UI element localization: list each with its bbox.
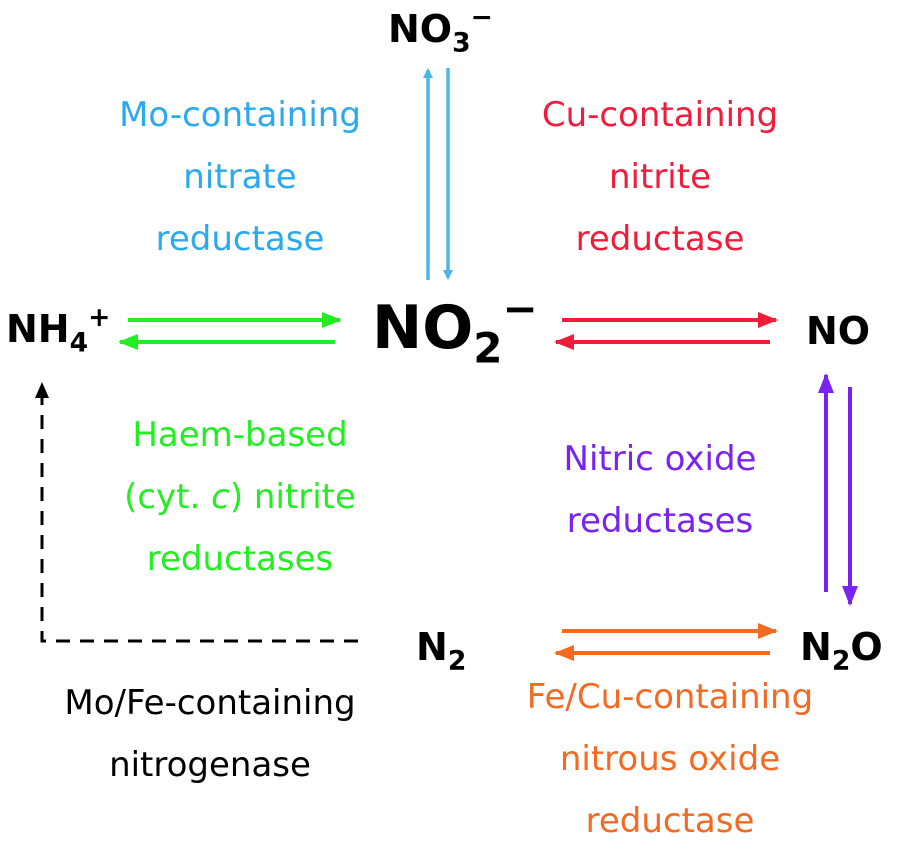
arrow-n2-to-nh4-dashed: [35, 382, 358, 643]
label-cu-nitrite-reductase: Cu-containing nitrite reductase: [541, 95, 779, 259]
species-nh4: NH4+: [6, 302, 111, 359]
species-n2o: N2O: [800, 625, 883, 677]
label-nitrogenase: Mo/Fe-containing nitrogenase: [64, 683, 356, 785]
species-no2: NO2−: [372, 283, 538, 373]
label-nitrate-reductase: Mo-containing nitrate reductase: [119, 95, 361, 259]
species-no: NO: [806, 309, 871, 353]
species-no3: NO3−: [388, 2, 493, 59]
label-nitric-oxide-reductases: Nitric oxide reductases: [563, 439, 757, 541]
species-n2: N2: [416, 625, 467, 677]
label-nitrous-oxide-reductase: Fe/Cu-containing nitrous oxide reductase: [526, 677, 814, 841]
label-haem-nitrite-reductases: Haem-based (cyt. c) nitrite reductases: [124, 415, 356, 579]
